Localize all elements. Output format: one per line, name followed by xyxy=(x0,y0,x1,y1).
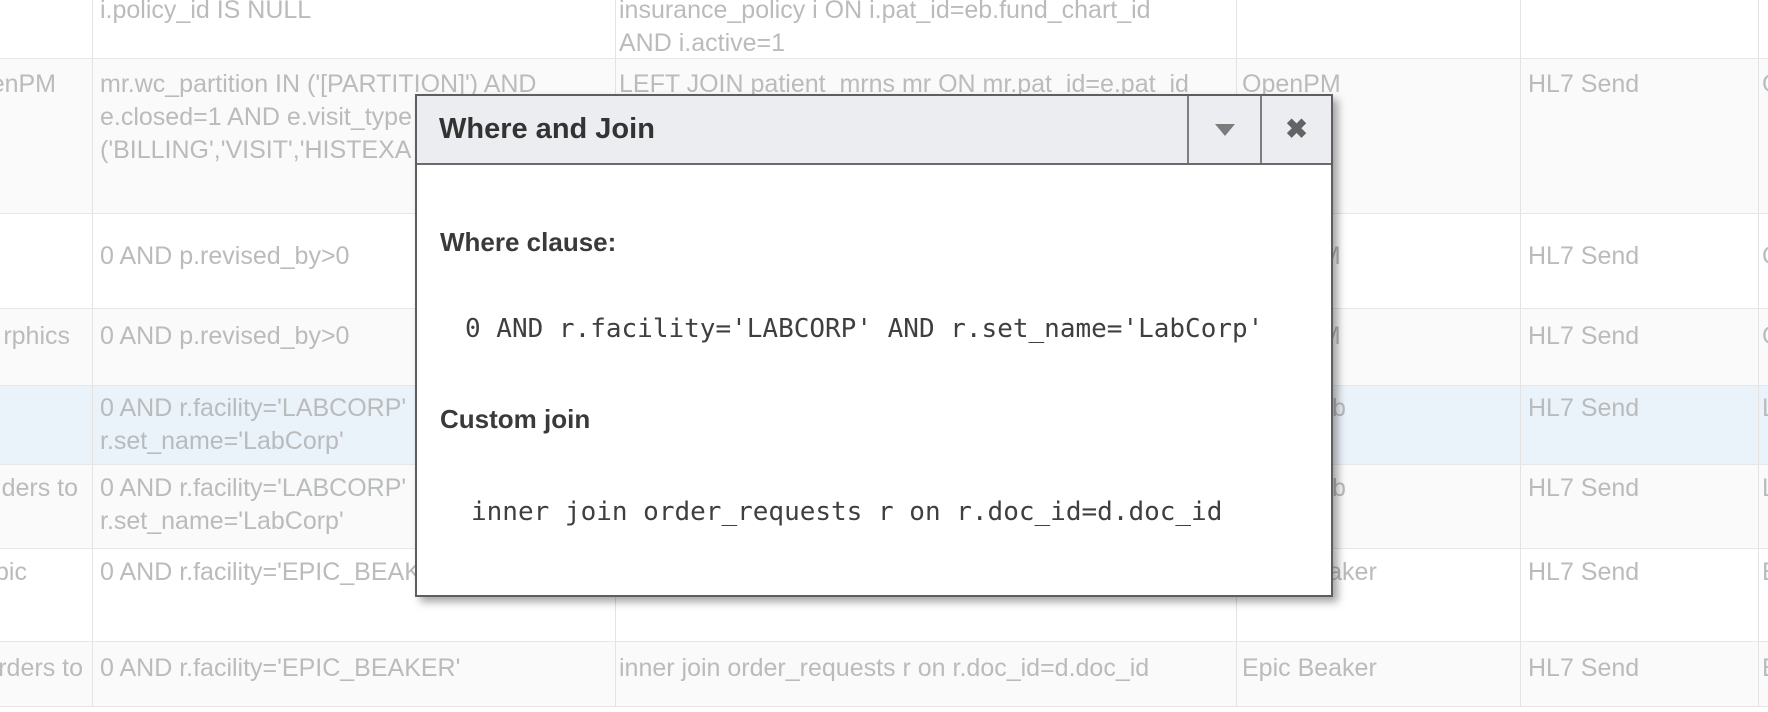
where-clause-cell: 0 AND r.facility='LABCORP' r.set_name='L… xyxy=(100,474,407,535)
edge-cell: L xyxy=(1762,385,1768,425)
system-cell: b xyxy=(1332,394,1346,422)
mode-cell: HL7 Send xyxy=(1528,394,1640,422)
edge-cell: O xyxy=(1762,213,1768,273)
dialog-titlebar[interactable]: Where and Join ✖ xyxy=(417,96,1331,165)
system-cell: Epic Beaker xyxy=(1242,654,1377,682)
row-label-cell: rders to xyxy=(0,654,83,682)
where-clause-cell: mr.wc_partition IN ('[PARTITION]') AND e… xyxy=(100,70,537,164)
mode-cell: HL7 Send xyxy=(1528,70,1640,98)
chevron-down-icon xyxy=(1214,123,1235,136)
table-row[interactable]: rders to 0 AND r.facility='EPIC_BEAKER' … xyxy=(0,641,1768,706)
edge-cell: O xyxy=(1762,58,1768,101)
row-label-cell: ders to xyxy=(1,474,78,502)
mode-cell: HL7 Send xyxy=(1528,322,1640,350)
where-clause-cell: 0 AND r.facility='EPIC_BEAKER' xyxy=(100,654,461,682)
dialog-title: Where and Join xyxy=(439,113,655,145)
system-cell: b xyxy=(1332,474,1346,502)
where-clause-cell: 0 AND p.revised_by>0 xyxy=(100,242,350,270)
collapse-button[interactable] xyxy=(1187,96,1260,163)
join-cell: LEFT JOIN patient_mrns mr ON mr.pat_id=e… xyxy=(619,70,1189,98)
column-divider xyxy=(1520,0,1521,706)
edge-cell: L xyxy=(1762,464,1768,505)
row-divider xyxy=(0,706,1768,707)
table-row[interactable]: enPM mr.wc_partition IN ('[PARTITION]') … xyxy=(0,58,1768,213)
custom-join-value[interactable]: inner join order_requests r on r.doc_id=… xyxy=(471,497,1223,527)
join-cell: inner join order_requests r on r.doc_id=… xyxy=(619,654,1150,682)
close-icon: ✖ xyxy=(1285,114,1308,144)
mode-cell: HL7 Send xyxy=(1528,558,1640,586)
close-button[interactable]: ✖ xyxy=(1260,96,1331,163)
custom-join-label: Custom join xyxy=(440,404,591,434)
mode-cell: HL7 Send xyxy=(1528,474,1640,502)
mode-cell: HL7 Send xyxy=(1528,242,1640,270)
join-cell: insurance_policy i ON i.pat_id=eb.fund_c… xyxy=(619,0,1151,57)
row-divider xyxy=(0,641,1768,642)
where-and-join-dialog: Where and Join ✖ Where clause: 0 AND r.f… xyxy=(415,94,1333,597)
row-label-cell: rphics xyxy=(3,322,70,350)
where-clause-cell: 0 AND r.facility='LABCORP' r.set_name='L… xyxy=(100,394,407,455)
where-clause-value[interactable]: 0 AND r.facility='LABCORP' AND r.set_nam… xyxy=(465,314,1264,344)
table-row[interactable]: i.policy_id IS NULL insurance_policy i O… xyxy=(0,0,1768,58)
row-divider xyxy=(0,58,1768,59)
mode-cell: HL7 Send xyxy=(1528,654,1640,682)
where-clause-label: Where clause: xyxy=(440,227,617,257)
dialog-body: Where clause: 0 AND r.facility='LABCORP'… xyxy=(417,165,1331,595)
edge-cell: E xyxy=(1762,641,1768,685)
row-label-cell: enPM xyxy=(0,70,56,98)
system-cell: OpenPM xyxy=(1242,70,1341,98)
column-divider xyxy=(92,0,93,706)
edge-cell: O xyxy=(1762,308,1768,353)
column-divider xyxy=(1758,0,1759,706)
edge-cell: E xyxy=(1762,548,1768,589)
where-clause-cell: 0 AND p.revised_by>0 xyxy=(100,322,350,350)
where-clause-cell: 0 AND r.facility='EPIC_BEAKER' xyxy=(100,558,461,586)
row-label-cell: pic xyxy=(0,558,27,586)
where-clause-cell: i.policy_id IS NULL xyxy=(100,0,312,24)
